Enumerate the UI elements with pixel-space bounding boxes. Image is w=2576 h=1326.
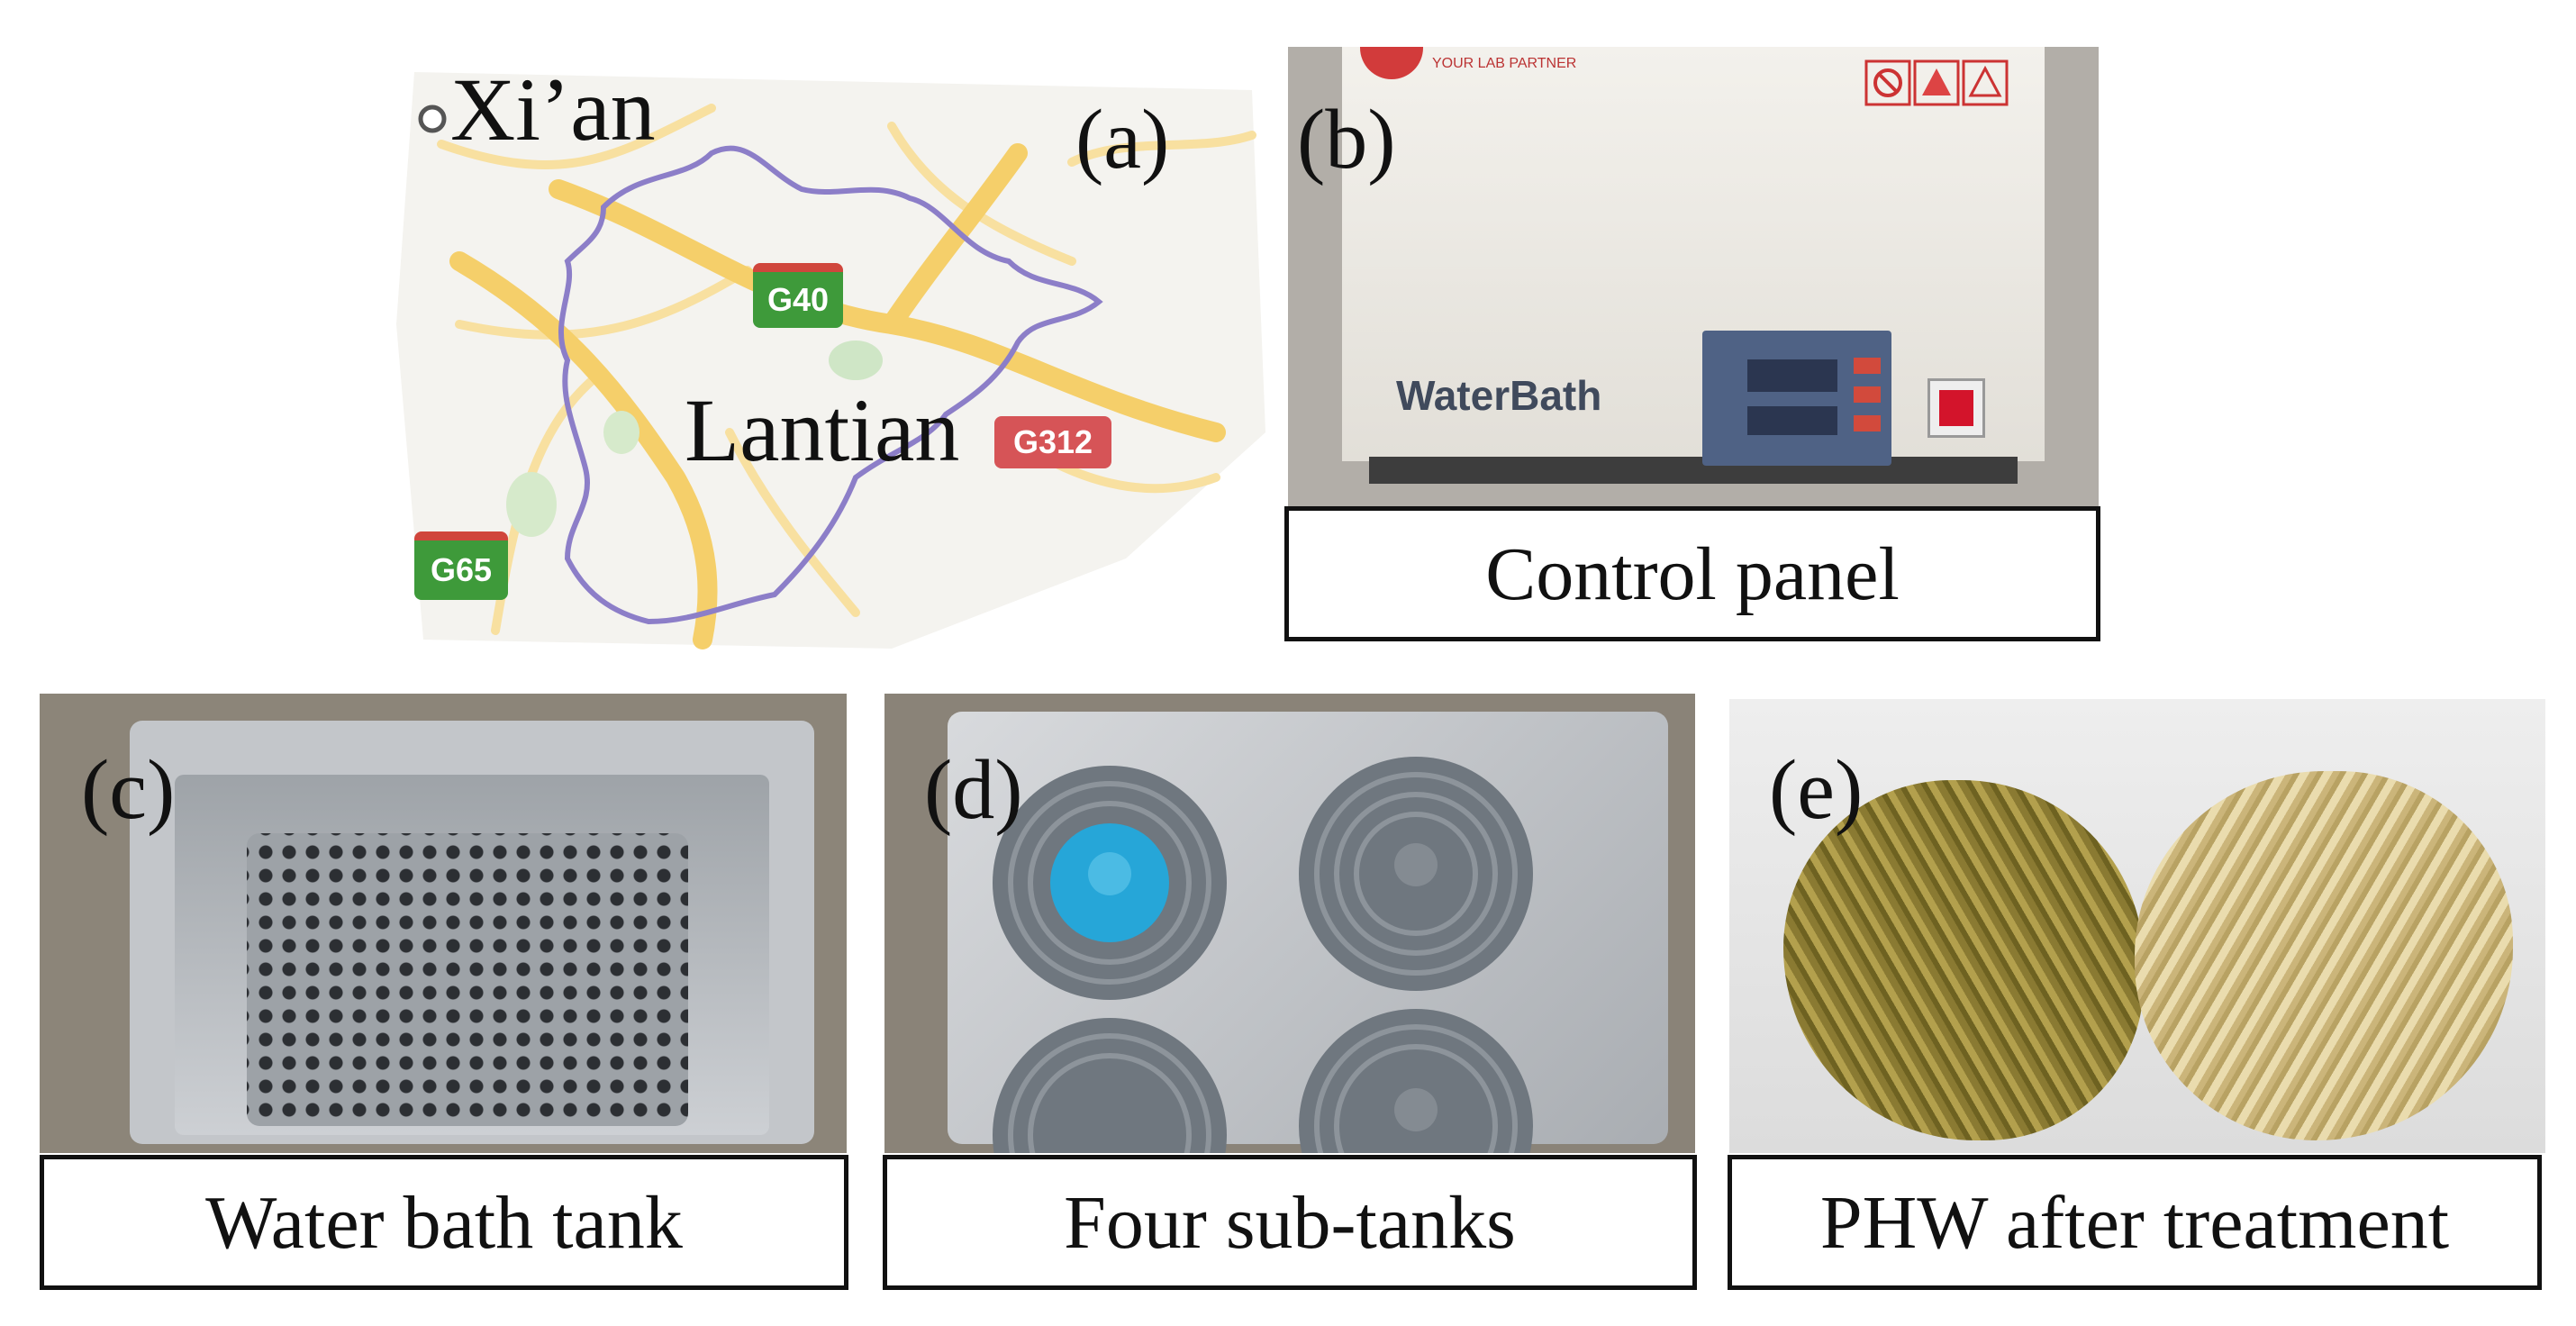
caption-phw-after-treatment: PHW after treatment: [1728, 1155, 2542, 1290]
device-label: WaterBath: [1396, 372, 1602, 419]
panel-letter-e: (e): [1769, 743, 1864, 837]
county-boundary: [558, 145, 1103, 625]
park-patch: [603, 411, 639, 454]
panel-a-map: [387, 54, 1279, 653]
caption-four-sub-tanks: Four sub-tanks: [883, 1155, 1697, 1290]
park-patch: [506, 472, 557, 537]
sub-tank-lid: [1299, 757, 1533, 991]
panel-b-photo: YOUR LAB PARTNER WaterBath: [1288, 47, 2099, 506]
sub-tank-lid: [993, 1018, 1227, 1153]
perforated-plate: [247, 833, 688, 1126]
straw-pile-treated: [2135, 771, 2513, 1140]
caption-control-panel: Control panel: [1284, 506, 2100, 641]
panel-c-photo: [40, 694, 847, 1153]
sub-tank-lid-blue: [993, 766, 1227, 1000]
device-base: [1369, 457, 2018, 484]
park-patch: [829, 341, 883, 380]
caption-water-bath-tank: Water bath tank: [40, 1155, 848, 1290]
road-badge-g312: G312: [994, 416, 1111, 468]
county-label: Lantian: [685, 380, 960, 480]
brand-tagline: YOUR LAB PARTNER: [1432, 56, 1577, 71]
road-badge-g40: G40: [753, 263, 843, 328]
city-marker-icon: [418, 104, 447, 133]
panel-e-photo: [1729, 699, 2545, 1153]
straw-pile-untreated: [1783, 780, 2144, 1140]
control-display: [1702, 331, 1891, 466]
panel-letter-b: (b): [1297, 93, 1396, 186]
power-switch-icon: [1927, 378, 1985, 438]
panel-letter-d: (d): [924, 743, 1023, 837]
map-graphic: [396, 72, 1265, 649]
panel-d-photo: [884, 694, 1695, 1153]
road-badge-g65: G65: [414, 531, 508, 600]
panel-letter-a: (a): [1075, 93, 1170, 186]
panel-letter-c: (c): [81, 743, 176, 837]
warning-icons: [1864, 59, 2009, 110]
sub-tank-lids: [993, 757, 1533, 1153]
sub-tank-lid: [1299, 1009, 1533, 1153]
city-label: Xi’an: [450, 59, 656, 159]
